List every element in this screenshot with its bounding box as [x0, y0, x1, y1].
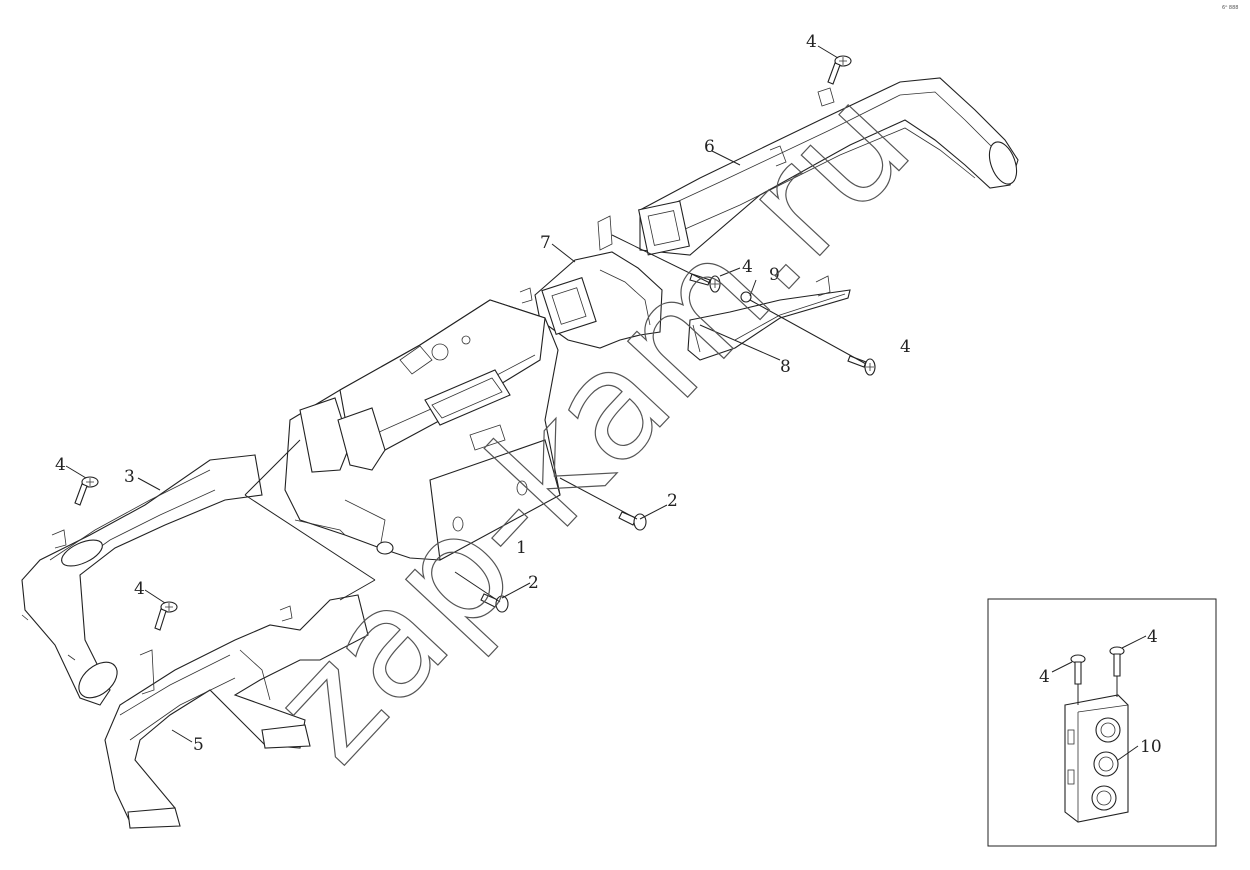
callout-2a: 2	[667, 491, 678, 511]
callout-7: 7	[540, 233, 551, 253]
callout-8: 8	[780, 357, 791, 377]
inset-frame	[987, 598, 1217, 847]
callout-5: 5	[193, 735, 204, 755]
screw-lower	[154, 601, 178, 631]
callout-1: 1	[516, 538, 527, 558]
callout-9: 9	[769, 265, 780, 285]
screw-top	[827, 55, 852, 85]
callout-4-mid: 4	[742, 257, 753, 277]
callout-4-top: 4	[806, 32, 817, 52]
screw-mid	[689, 273, 721, 293]
screw-box-right	[1109, 646, 1125, 677]
callout-6: 6	[704, 137, 715, 157]
callout-4-left: 4	[55, 455, 66, 475]
screw-right	[847, 355, 876, 376]
duct-part-7	[519, 215, 663, 349]
duct-part-3	[21, 454, 263, 706]
screw-2b	[480, 593, 509, 613]
hvac-unit-part-1	[284, 299, 561, 561]
corner-code: 6ᴬ 888	[1222, 5, 1238, 11]
callout-3: 3	[124, 467, 135, 487]
callout-2b: 2	[528, 573, 539, 593]
callout-4-box-left: 4	[1039, 667, 1050, 687]
inset-box	[987, 598, 1217, 847]
duct-part-6	[638, 77, 1019, 256]
screw-left	[74, 476, 99, 506]
callout-4-box-right: 4	[1147, 627, 1158, 647]
callouts: 4 6 7 4 9 4 8 2 1 2 4 3 4 5 4 4 10	[55, 32, 1162, 757]
callout-4-lower: 4	[134, 579, 145, 599]
callout-10: 10	[1140, 737, 1162, 757]
leader-lines	[65, 45, 867, 743]
control-panel-part-10	[1064, 694, 1129, 823]
screw-box-left	[1070, 654, 1086, 685]
duct-part-5	[104, 594, 369, 829]
bracket-part-8	[687, 275, 851, 361]
callout-4-right: 4	[900, 337, 911, 357]
